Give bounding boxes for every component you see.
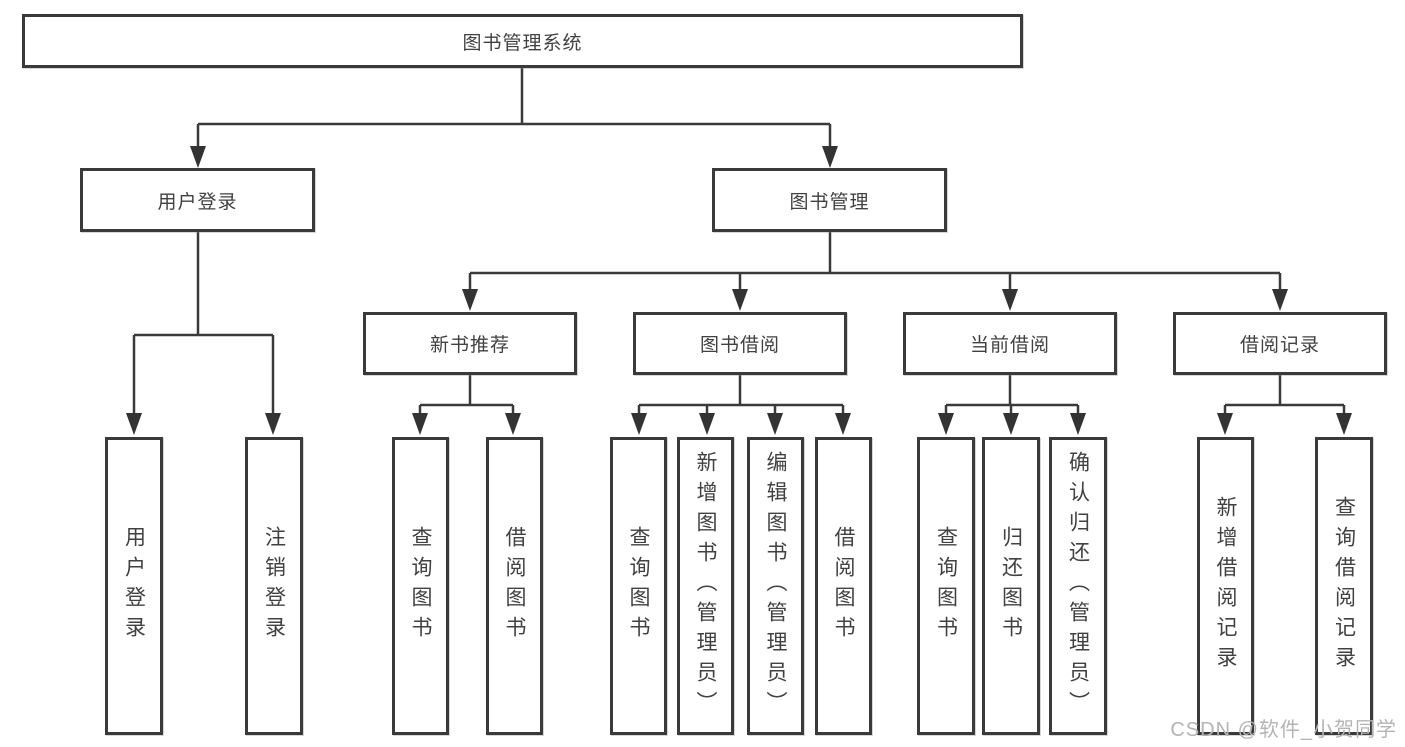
leaf-confirm-return-admin-label: 确认归还（管理员） [1066,451,1090,721]
leaf-query-borrow-record: 查询借阅记录 [1315,437,1373,735]
leaf-return-books-label: 归还图书 [999,526,1023,646]
node-book-borrowing: 图书借阅 [633,312,847,375]
node-user-login-label: 用户登录 [157,191,238,213]
leaf-user-login: 用户登录 [105,437,163,735]
node-book-management-label: 图书管理 [789,191,870,213]
leaf-add-borrow-record: 新增借阅记录 [1197,437,1254,735]
leaf-query-books-recommend: 查询图书 [392,437,449,735]
leaf-borrow-books: 借阅图书 [815,437,872,735]
node-new-book-recommendation-label: 新书推荐 [429,335,510,356]
node-current-borrowing-label: 当前借阅 [969,335,1050,356]
leaf-borrow-books-recommend: 借阅图书 [486,437,543,735]
leaf-edit-books-admin: 编辑图书（管理员） [747,437,804,735]
leaf-query-books-recommend-label: 查询图书 [409,526,432,646]
leaf-add-borrow-record-label: 新增借阅记录 [1214,496,1237,676]
node-book-management: 图书管理 [712,168,947,232]
node-root-label: 图书管理系统 [462,32,583,54]
leaf-borrow-books-recommend-label: 借阅图书 [503,526,526,646]
leaf-borrow-books-label: 借阅图书 [832,526,855,646]
leaf-query-books-borrowing-label: 查询图书 [627,526,650,646]
leaf-logout-login: 注销登录 [245,437,303,735]
node-current-borrowing: 当前借阅 [903,312,1117,375]
leaf-query-borrow-record-label: 查询借阅记录 [1332,496,1356,676]
node-borrowing-records-label: 借阅记录 [1239,335,1320,356]
leaf-add-books-admin-label: 新增图书（管理员） [694,451,717,721]
leaf-add-books-admin: 新增图书（管理员） [677,437,734,735]
leaf-user-login-label: 用户登录 [122,526,146,646]
leaf-query-books-borrowing: 查询图书 [610,437,667,735]
leaf-confirm-return-admin: 确认归还（管理员） [1049,437,1107,735]
node-root: 图书管理系统 [22,14,1023,68]
node-book-borrowing-label: 图书借阅 [699,335,780,356]
leaf-query-books-current-label: 查询图书 [934,526,958,646]
leaf-logout-login-label: 注销登录 [262,526,286,646]
csdn-watermark: CSDN @软件_小贺同学 [1170,719,1397,741]
leaf-query-books-current: 查询图书 [917,437,975,735]
node-user-login: 用户登录 [80,168,315,232]
leaf-return-books: 归还图书 [982,437,1040,735]
node-borrowing-records: 借阅记录 [1173,312,1387,375]
node-new-book-recommendation: 新书推荐 [363,312,577,375]
leaf-edit-books-admin-label: 编辑图书（管理员） [764,451,787,721]
